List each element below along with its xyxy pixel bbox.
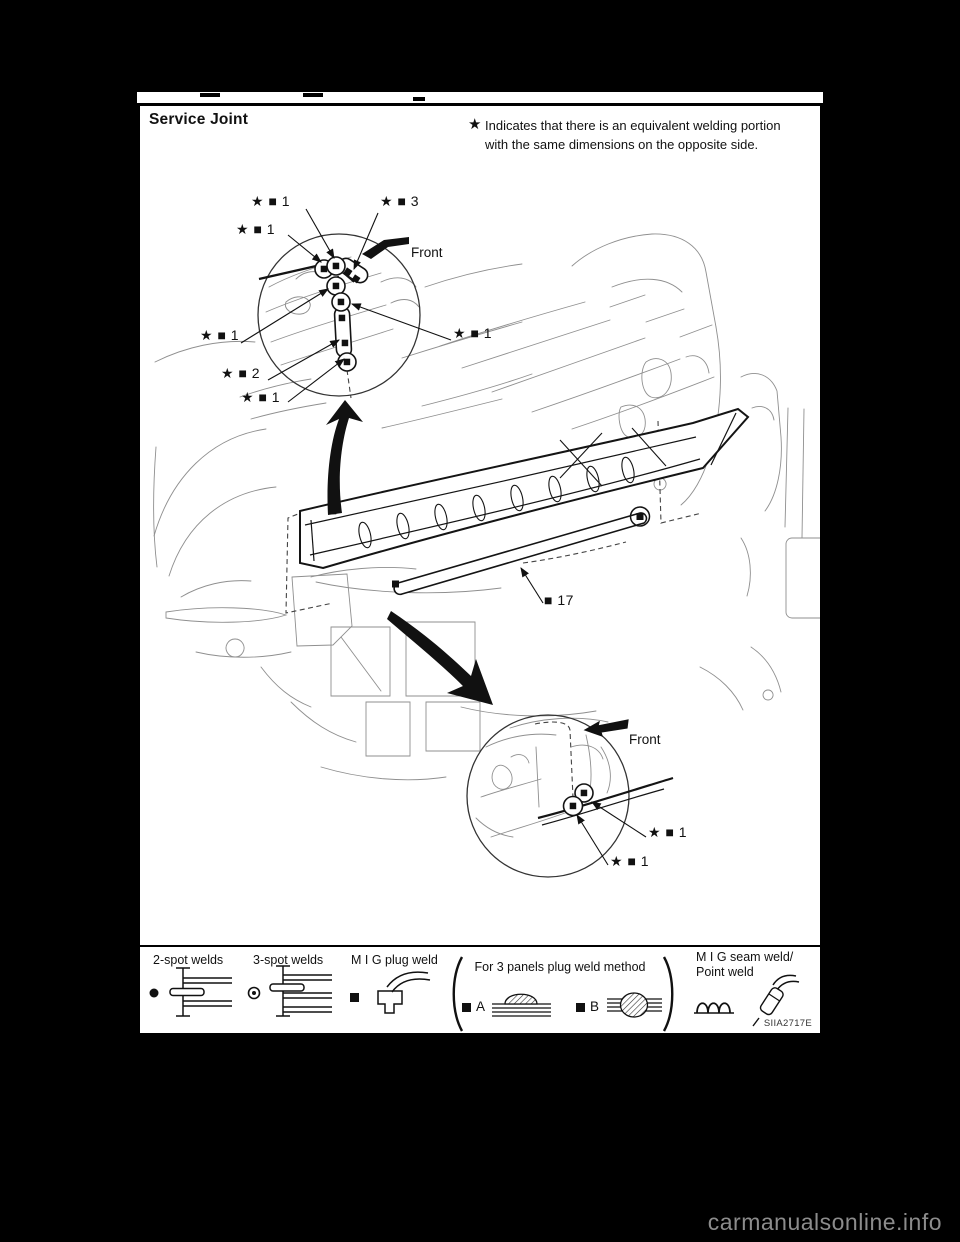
note-line-1: Indicates that there is an equivalent we… <box>485 118 781 133</box>
weld-callout-5: ★ ■ 1 <box>200 327 240 343</box>
open-paren <box>452 956 464 1032</box>
figure-code: SIIA2717E <box>763 1018 812 1029</box>
cropped-text-remnant <box>413 97 425 101</box>
callout-leader-lines <box>240 208 647 866</box>
manual-figure-panel: Service Joint ★ Indicates that there is … <box>137 103 823 1036</box>
plug-weld-method-b: B <box>576 987 664 1023</box>
legend-label-mig-plug: M I G plug weld <box>351 953 438 967</box>
weld-points <box>314 256 594 817</box>
rear-crossmember-part <box>299 407 750 570</box>
legend-label-mig-seam-1: M I G seam weld/ <box>696 950 794 964</box>
watermark-text: carmanualsonline.info <box>707 1209 942 1235</box>
seam-weld-strip <box>392 506 651 596</box>
zoom-arrow-down <box>387 611 493 705</box>
weld-callout-8: ★ ■ 1 <box>648 824 688 840</box>
legend-label-mig-seam-2: Point weld <box>696 965 754 979</box>
weld-callout-3: ★ ■ 3 <box>380 193 420 209</box>
legend-label-2spot: 2-spot welds <box>153 953 224 967</box>
cropped-header-remnant <box>137 92 823 103</box>
weld-symbol-legend: 2-spot welds 3-spot welds <box>140 945 820 1033</box>
car-body-linework <box>153 233 820 838</box>
star-icon: ★ <box>468 116 482 133</box>
weld-callout-17: ■ 17 <box>544 592 574 608</box>
note-text: Indicates that there is an equivalent we… <box>485 116 813 154</box>
cropped-text-remnant <box>303 93 323 97</box>
weld-callout-9: ★ ■ 1 <box>610 853 650 869</box>
front-arrow-icon-bottom <box>583 719 629 737</box>
2-spot-weld-icon <box>149 967 232 1017</box>
front-label-top: Front <box>411 245 443 260</box>
front-arrow-icon-top <box>362 237 409 259</box>
mig-plug-weld-icon <box>350 971 431 1014</box>
body-weld-diagram <box>153 208 820 878</box>
mig-torch-icon <box>752 974 800 1027</box>
weld-callout-4: ★ ■ 1 <box>453 325 493 341</box>
detail-inset-circle-bottom <box>466 714 630 878</box>
method-b-label: B <box>590 999 600 1014</box>
weld-callout-6: ★ ■ 2 <box>221 365 261 381</box>
figure-title: Service Joint <box>149 111 249 128</box>
weld-callout-7: ★ ■ 1 <box>241 389 281 405</box>
weld-callout-2: ★ ■ 1 <box>236 221 276 237</box>
legend-label-3spot: 3-spot welds <box>253 953 324 967</box>
square-symbol <box>462 1003 471 1012</box>
front-label-bottom: Front <box>629 732 661 747</box>
legend-note: ★ Indicates that there is an equivalent … <box>468 116 813 154</box>
detail-inset-circle-top <box>257 233 421 397</box>
note-line-2: with the same dimensions on the opposite… <box>485 137 759 152</box>
plug-weld-b-icon <box>606 992 662 1018</box>
method-a-label: A <box>476 999 485 1014</box>
seam-weld-icon <box>694 1002 734 1014</box>
plug-weld-a-icon <box>492 993 552 1017</box>
cropped-text-remnant <box>200 93 220 97</box>
plug-weld-method-a: A <box>462 987 553 1023</box>
square-symbol <box>576 1003 585 1012</box>
close-paren <box>662 956 674 1032</box>
weld-callout-1: ★ ■ 1 <box>251 193 291 209</box>
zoom-arrow-up <box>326 400 363 515</box>
legend-label-3panels: For 3 panels plug weld method <box>474 960 646 974</box>
3-spot-weld-icon <box>247 965 332 1017</box>
